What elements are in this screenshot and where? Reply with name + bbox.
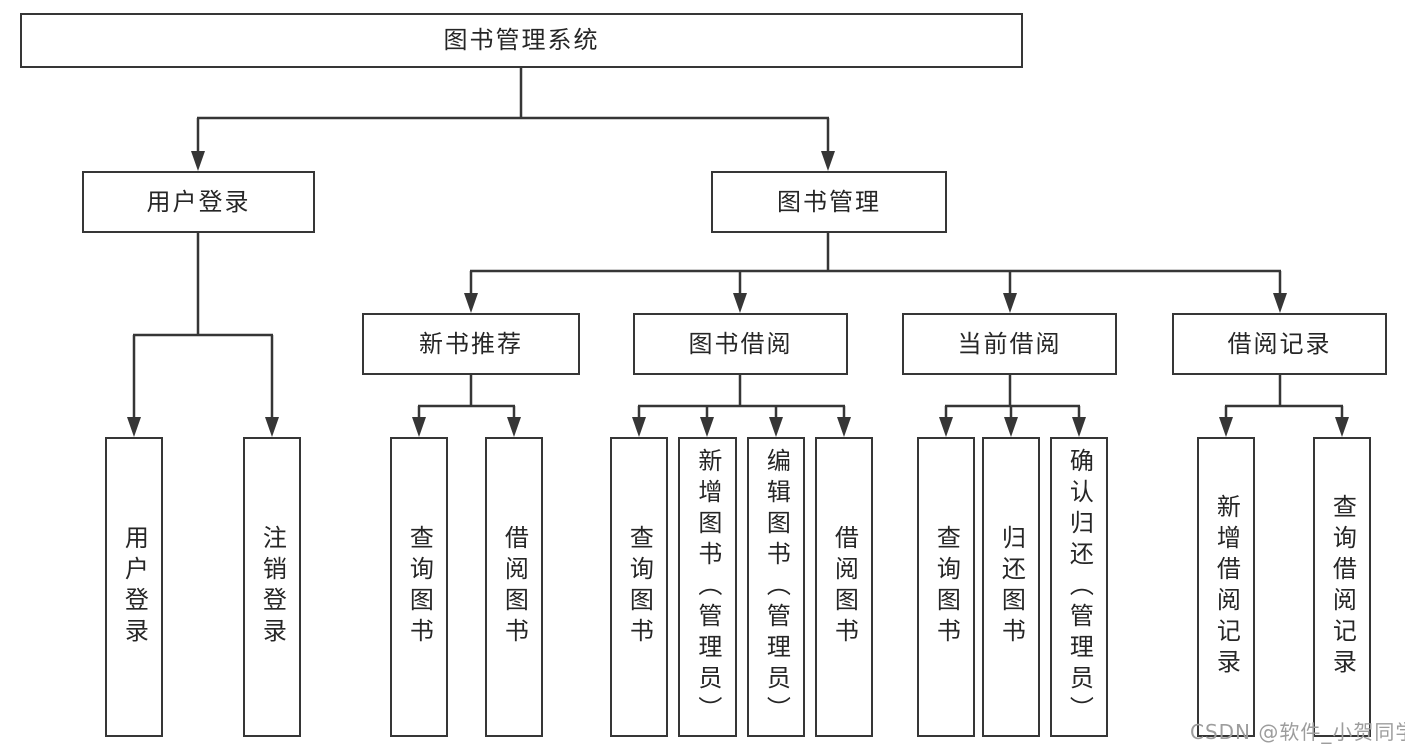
- node-book-borrowing: 图书借阅: [633, 313, 848, 375]
- leaf-query-books-current: 查询图书: [917, 437, 975, 737]
- leaf-add-borrow-record: 新增借阅记录: [1197, 437, 1255, 737]
- leaf-add-book-admin: 新增图书（管理员）: [678, 437, 737, 737]
- node-current-borrowing: 当前借阅: [902, 313, 1117, 375]
- leaf-query-books-recommend: 查询图书: [390, 437, 448, 737]
- node-user-login: 用户登录: [82, 171, 315, 233]
- node-borrowing-records: 借阅记录: [1172, 313, 1387, 375]
- node-root-system: 图书管理系统: [20, 13, 1023, 68]
- watermark: CSDN @软件_小贺同学: [1190, 720, 1405, 744]
- leaf-query-borrow-record: 查询借阅记录: [1313, 437, 1371, 737]
- leaf-edit-book-admin: 编辑图书（管理员）: [747, 437, 805, 737]
- leaf-logout: 注销登录: [243, 437, 301, 737]
- node-book-management: 图书管理: [711, 171, 947, 233]
- leaf-borrow-books-recommend: 借阅图书: [485, 437, 543, 737]
- leaf-confirm-return-admin: 确认归还（管理员）: [1050, 437, 1108, 737]
- leaf-borrow-books: 借阅图书: [815, 437, 873, 737]
- node-new-book-recommend: 新书推荐: [362, 313, 580, 375]
- leaf-query-books-borrowing: 查询图书: [610, 437, 668, 737]
- leaf-return-book: 归还图书: [982, 437, 1040, 737]
- leaf-user-login: 用户登录: [105, 437, 163, 737]
